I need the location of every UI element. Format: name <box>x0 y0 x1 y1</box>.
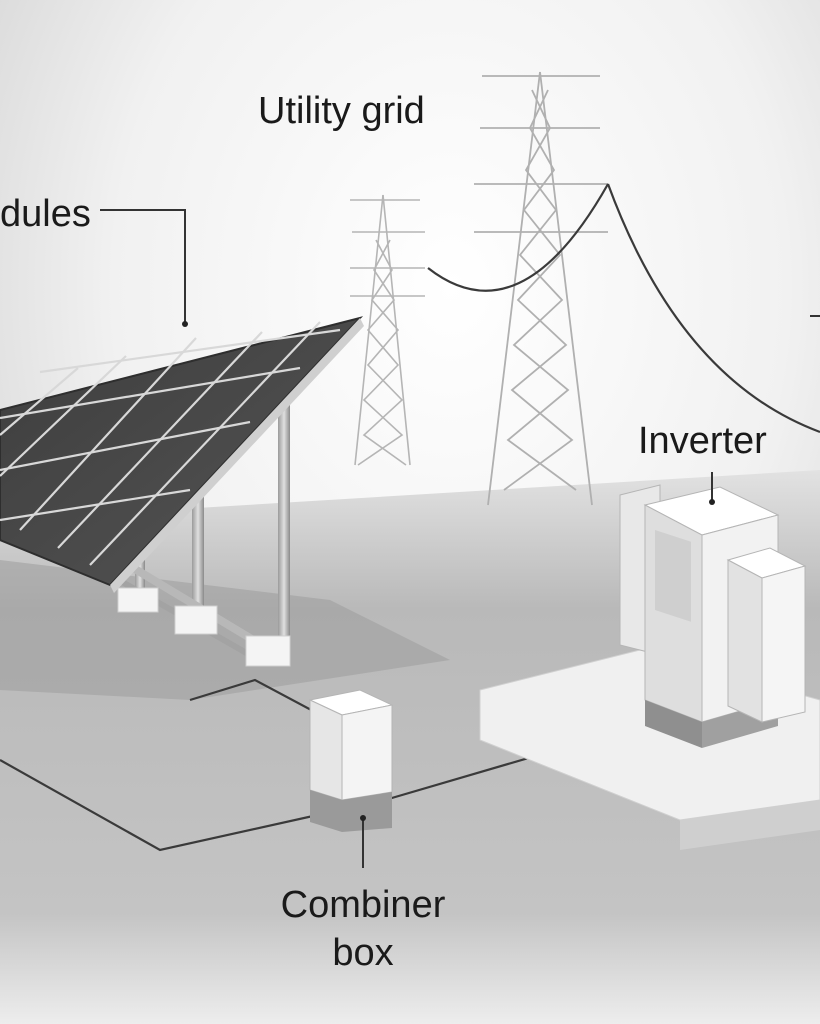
power-line-between-towers <box>427 183 609 292</box>
solar-panel-array <box>0 316 364 593</box>
array-shadow <box>0 560 450 700</box>
small-transmission-tower <box>350 194 425 466</box>
modules-leader-dot <box>182 321 188 327</box>
inverter-label: Inverter <box>638 420 767 462</box>
modules-label: dules <box>0 193 91 235</box>
inverter-pad-edge <box>680 800 820 850</box>
inverter-leader-dot <box>709 499 715 505</box>
inverter-unit <box>619 484 807 748</box>
array-cable-lower <box>0 759 341 852</box>
large-transmission-tower <box>474 71 608 506</box>
utility-grid-label: Utility grid <box>258 90 425 132</box>
array-support-structure <box>108 400 291 667</box>
combiner-box-label-line1: Combiner <box>280 884 446 926</box>
combiner-leader-dot <box>360 815 366 821</box>
power-line-to-transformer <box>606 183 820 434</box>
modules-leader <box>100 209 186 322</box>
array-cable-upper <box>189 678 331 721</box>
combiner-box <box>308 689 394 832</box>
combiner-box-label-line2: box <box>332 932 394 974</box>
